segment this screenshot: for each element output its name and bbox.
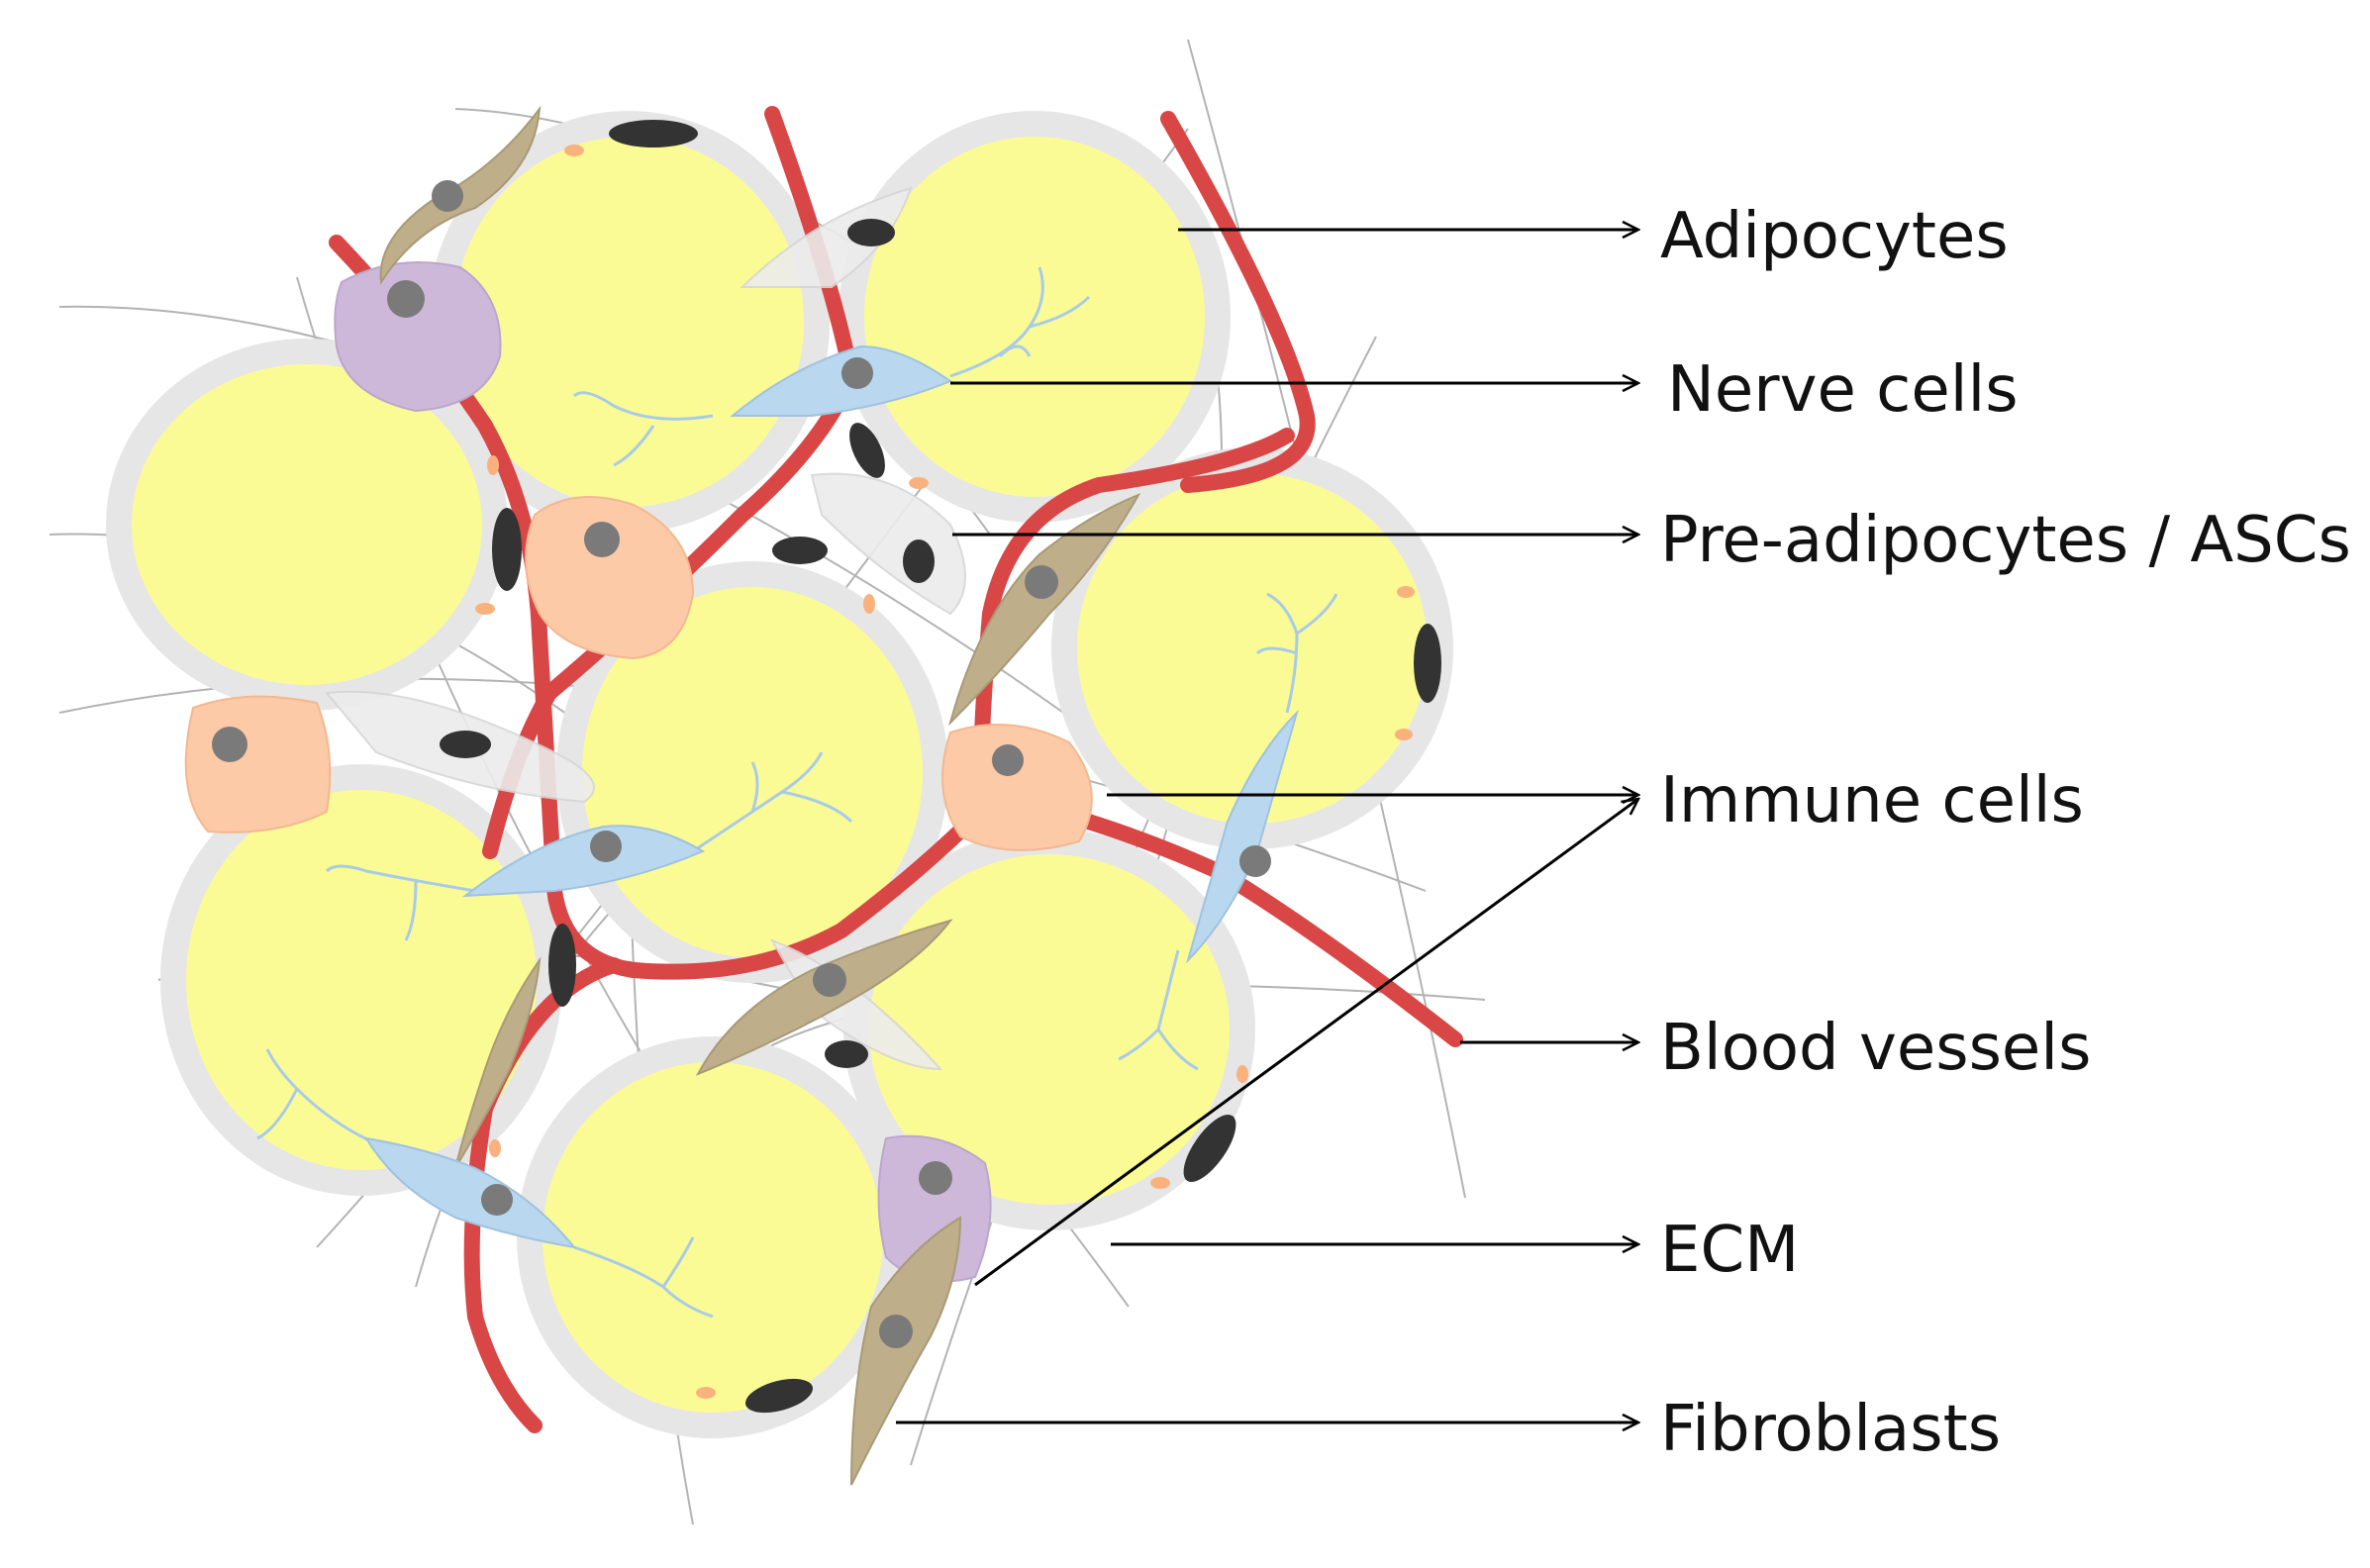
small-dot xyxy=(863,594,875,614)
stromal-cell xyxy=(740,186,913,288)
small-dot xyxy=(1150,1177,1170,1189)
nucleus xyxy=(919,1161,952,1195)
dark-nucleus xyxy=(825,1040,868,1068)
nucleus xyxy=(481,1184,513,1216)
label-blood-vessels: Blood vessels xyxy=(1660,1012,2091,1085)
adipocytes-group xyxy=(106,111,1453,1438)
pre-adipocytes-group xyxy=(184,496,1093,851)
nerve-cell xyxy=(461,825,706,898)
pre-adipocyte xyxy=(941,724,1093,851)
label-pre-adipocytes: Pre-adipocytes / ASCs xyxy=(1660,504,2351,577)
pre-adipocyte xyxy=(184,695,332,833)
nucleus xyxy=(841,357,873,389)
dark-nucleus xyxy=(847,219,895,246)
nerve-cells-group xyxy=(256,266,1338,1319)
label-fibroblasts: Fibroblasts xyxy=(1660,1393,2001,1466)
immune-cells-group xyxy=(334,261,992,1283)
small-dot xyxy=(1236,1065,1248,1083)
small-dots-group xyxy=(475,145,1415,1399)
immune-cell xyxy=(877,1134,992,1283)
blood-vessel xyxy=(1160,111,1316,493)
dark-nucleus xyxy=(609,120,698,147)
nucleus xyxy=(432,180,463,212)
dark-nucleus xyxy=(1183,1114,1236,1183)
label-adipocytes: Adipocytes xyxy=(1660,200,2009,273)
small-dot xyxy=(909,477,929,489)
nucleus xyxy=(1239,845,1271,877)
label-nerve-cells: Nerve cells xyxy=(1667,353,2019,427)
nucleus xyxy=(879,1315,913,1348)
immune-cells-arrow-2 xyxy=(974,799,1638,1287)
dark-nuclei-group xyxy=(440,120,1441,1414)
fibroblast xyxy=(695,919,953,1076)
nerve-cell xyxy=(364,1136,577,1249)
nerve-cell xyxy=(730,344,953,417)
fibroblast xyxy=(948,493,1141,727)
small-dot xyxy=(564,145,584,156)
fibroblast xyxy=(850,1216,962,1486)
nucleus xyxy=(212,727,247,762)
nerve-cell xyxy=(1185,709,1300,964)
nucleus xyxy=(590,831,622,862)
small-dot xyxy=(487,455,499,475)
dark-nucleus xyxy=(849,423,885,478)
pre-adipocyte xyxy=(525,496,695,660)
label-ecm: ECM xyxy=(1660,1214,1799,1287)
fibroblasts-group xyxy=(379,105,1141,1486)
nucleus xyxy=(813,963,846,997)
small-dot xyxy=(489,1139,501,1157)
immune-cell xyxy=(334,261,502,413)
label-immune-cells: Immune cells xyxy=(1660,764,2084,837)
dark-nucleus xyxy=(1414,624,1441,703)
dark-nucleus xyxy=(492,508,522,591)
small-dot xyxy=(475,603,495,615)
small-dot xyxy=(696,1387,716,1399)
dark-nucleus xyxy=(772,537,828,564)
dark-nucleus xyxy=(440,731,491,758)
nucleus xyxy=(584,522,620,557)
nucleus xyxy=(992,744,1024,776)
adipocyte xyxy=(517,1036,909,1438)
nucleus xyxy=(387,280,425,318)
dark-nucleus xyxy=(548,924,576,1007)
small-dot xyxy=(1397,586,1415,598)
nucleus xyxy=(1025,565,1058,599)
labels: Adipocytes Nerve cells Pre-adipocytes / … xyxy=(1660,200,2351,1466)
callout-arrows xyxy=(896,230,1638,1422)
small-dot xyxy=(1395,729,1413,740)
dark-nucleus xyxy=(903,539,935,583)
dark-nucleus xyxy=(744,1378,814,1414)
